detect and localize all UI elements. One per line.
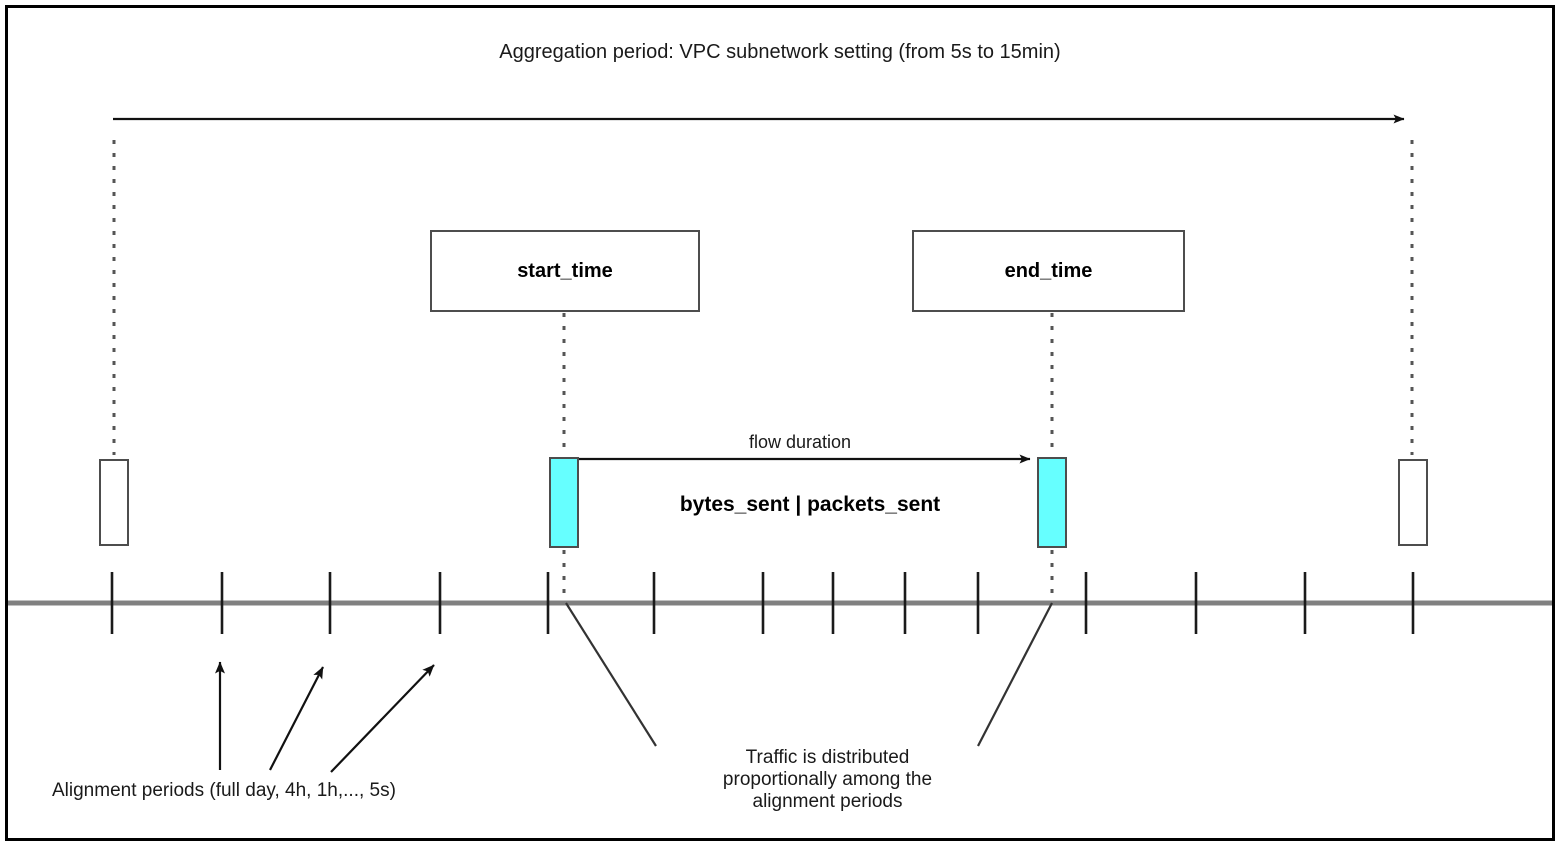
traffic-distribution-leader-lines [565,602,1053,747]
traffic-caption-line-3: alignment periods [752,791,903,812]
aggregation-boundary-dotted-lines [112,140,1414,455]
traffic-caption-line-2: proportionally among the [722,769,933,790]
aggregation-end-marker [1398,459,1428,546]
end-time-label: end_time [1004,259,1093,282]
end-time-box: end_time [912,230,1185,312]
flow-metrics-label: bytes_sent | packets_sent [679,493,941,516]
start-time-label: start_time [517,259,613,282]
flow-start-marker [549,457,579,548]
flow-duration-label: flow duration [748,432,852,452]
timeline-ticks [110,572,1415,634]
alignment-period-arrows [215,661,435,773]
aggregation-start-marker [99,459,129,546]
diagram-title: Aggregation period: VPC subnetwork setti… [499,41,1061,63]
traffic-caption-line-1: Traffic is distributed [745,747,910,768]
start-time-box: start_time [430,230,700,312]
flow-end-marker [1037,457,1067,548]
traffic-distribution-caption: Traffic is distributed proportionally am… [700,747,955,813]
alignment-periods-caption: Alignment periods (full day, 4h, 1h,...,… [52,780,396,801]
diagram-frame [5,5,1555,841]
